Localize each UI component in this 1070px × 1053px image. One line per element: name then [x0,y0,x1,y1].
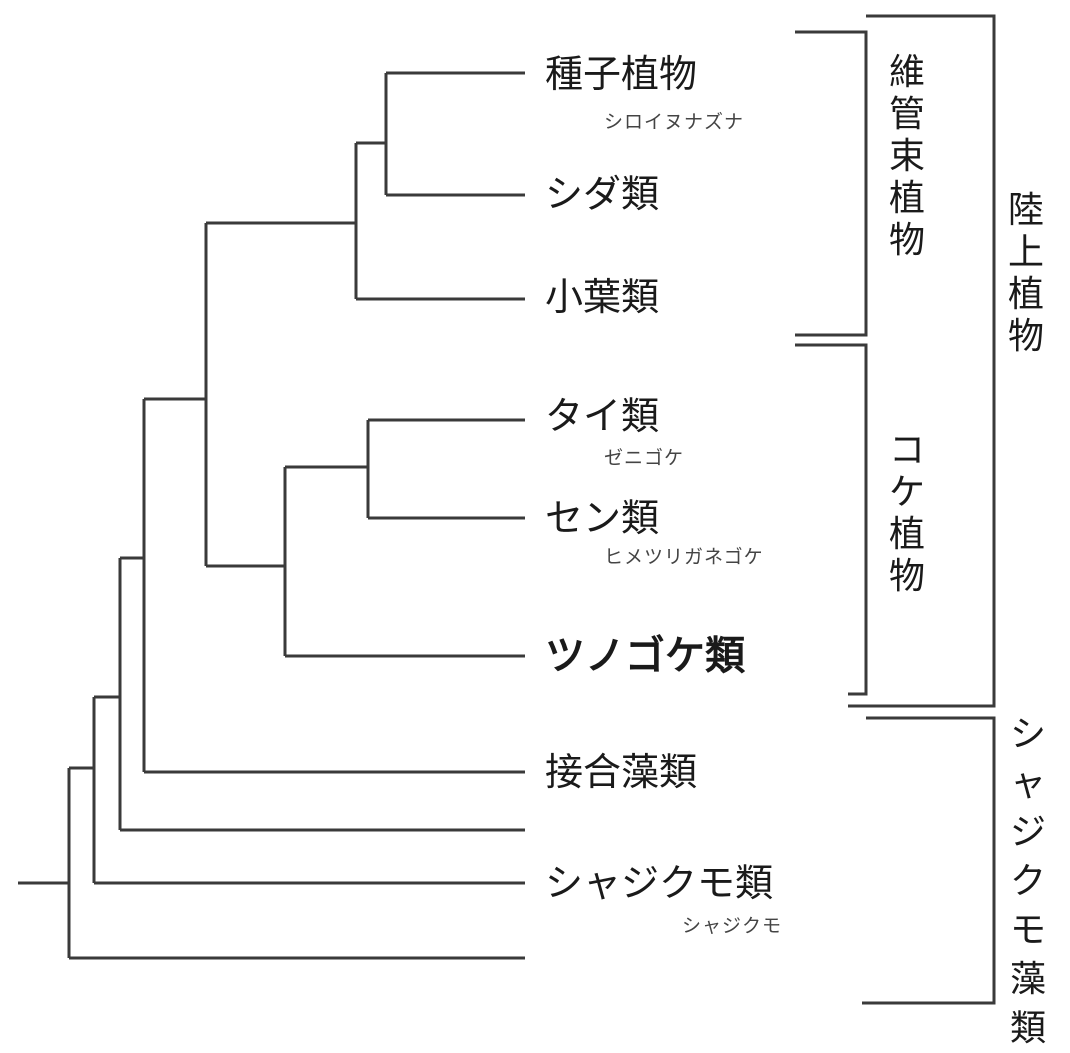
land-plant-bracket [848,14,996,708]
example-physcomitrella: ヒメツリガネゴケ [604,546,764,568]
taxon-label-liverworts: タイ類 [545,394,660,438]
group-label-charophyte-algae: シャジクモ藻類 [1009,714,1046,1049]
taxon-label-zygnematophyceae: 接合藻類 [545,750,698,794]
example-chara: シャジクモ [682,915,783,937]
bryophyte-bracket [795,343,868,696]
taxon-label-hornworts: ツノゴケ類 [545,633,745,679]
charophyte-bracket [862,716,996,1005]
taxon-label-seed-plants: 種子植物 [545,52,698,96]
group-label-bryophytes: コケ植物 [888,430,925,597]
taxon-label-mosses: セン類 [545,496,660,540]
group-label-vascular-plants: 維管束植物 [888,52,925,261]
taxon-label-charophytes: シャジクモ類 [545,861,774,905]
taxon-label-ferns: シダ類 [545,172,660,216]
example-marchantia: ゼニゴケ [604,447,685,469]
group-label-land-plants: 陸上植物 [1007,190,1044,357]
example-arabidopsis: シロイヌナズナ [604,111,745,133]
vascular-bracket [795,30,868,337]
taxon-label-lycophytes: 小葉類 [545,275,660,319]
